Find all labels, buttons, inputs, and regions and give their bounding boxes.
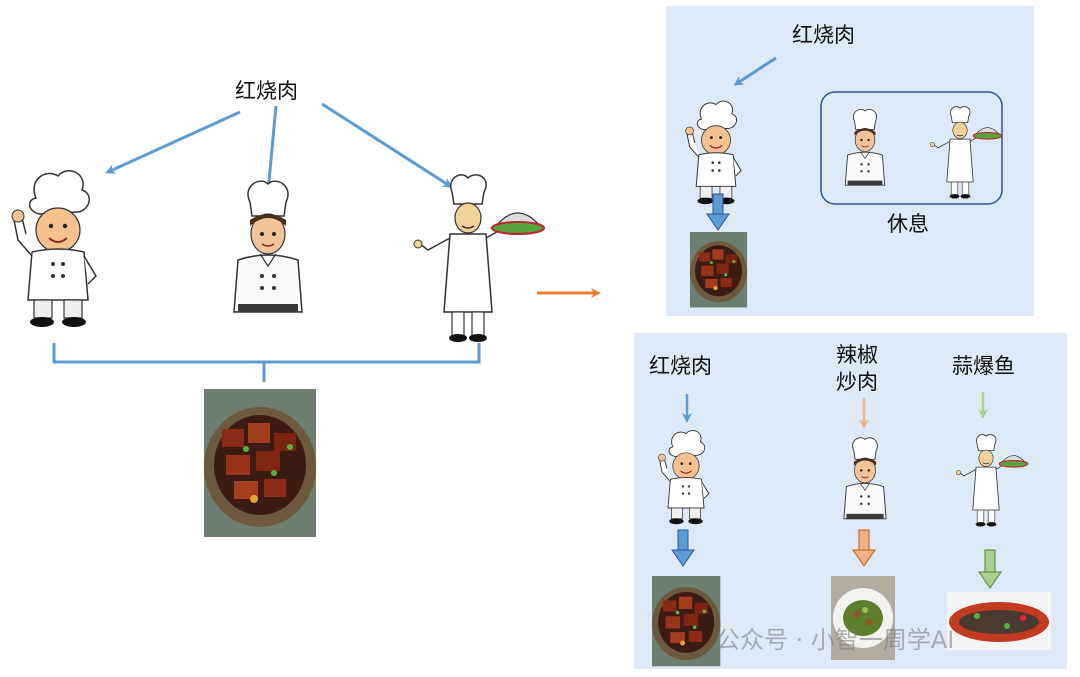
chef-waiter-icon [414,175,544,342]
bottom-dish-label-2: 辣椒 炒肉 [836,342,878,396]
top-pork-photo [690,232,747,307]
bottom-chef-waiter-icon [956,435,1028,527]
top-dish-label: 红烧肉 [792,22,855,48]
top-chef-thumbs-up-icon [686,101,741,204]
bottom-chef-young-icon [844,438,886,519]
left-dish-label: 红烧肉 [235,78,298,104]
arrow-to-chef-a [108,112,240,172]
chef-thumbs-up-icon [12,171,96,327]
bottom-pork-photo [652,576,720,666]
bottom-block-arrow-1 [672,530,694,566]
bottom-dish-label-1: 红烧肉 [649,353,712,379]
garlic-fish-photo [947,592,1051,650]
bottom-block-arrow-2 [853,530,875,566]
arrow-to-chef-b [268,106,276,192]
merge-bracket [54,343,479,382]
watermark: 公众号 · 小智一周学AI [716,620,954,655]
left-fanout-arrows [108,104,450,192]
resting-group-box [821,92,1002,204]
rest-label: 休息 [887,211,929,237]
resting-chef-waiter-icon [930,107,1002,199]
resting-chef-young-icon [845,109,884,185]
bottom-dish-label-3: 蒜爆鱼 [952,353,1015,379]
braised-pork-photo [204,389,316,537]
bottom-chef-thumbs-up-icon [658,430,708,524]
arrow-to-chef-c [322,104,450,186]
bottom-block-arrow-3 [979,550,1001,588]
top-arrow-to-chef [736,58,776,84]
chef-young-icon [234,181,302,312]
